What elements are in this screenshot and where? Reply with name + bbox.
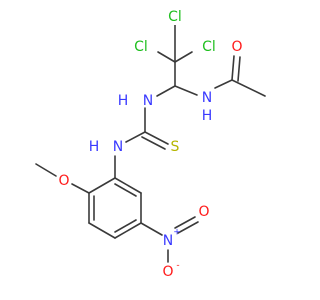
amide-hydrogen-label: H bbox=[202, 108, 213, 124]
ring-bond-4-5-inner bbox=[114, 219, 137, 233]
thiourea-lower-nitrogen-label: N bbox=[113, 139, 123, 155]
molecule-structure-diagram: Cl Cl Cl N H O H N S H N O N + O O - bbox=[35, 7, 266, 280]
ring-bond-6-1-inner bbox=[114, 183, 137, 197]
chlorine-top-label: Cl bbox=[168, 9, 182, 25]
bond-c-cl-right bbox=[174, 51, 193, 63]
bond-c-o-double-b bbox=[237, 56, 241, 82]
ring-bond-6-1 bbox=[114, 177, 142, 194]
bond-c-o-double-a bbox=[231, 55, 235, 81]
chlorine-right-label: Cl bbox=[202, 39, 216, 55]
bond-n-amide-c bbox=[214, 79, 233, 89]
bond-aryl-n-nitro bbox=[140, 222, 163, 236]
nitro-nitrogen-label: N bbox=[163, 233, 173, 249]
cl-right-bg bbox=[196, 37, 222, 55]
bond-c-methyl bbox=[231, 79, 266, 97]
bond-o-methyl bbox=[35, 163, 57, 177]
methoxy-oxygen-label: O bbox=[58, 173, 69, 189]
cl-left-bg bbox=[128, 37, 154, 55]
thiourea-upper-nitrogen-label: N bbox=[143, 93, 153, 109]
bond-ch-n-thiourea bbox=[156, 85, 176, 97]
atom-label-layer: Cl Cl Cl N H O H N S H N O N + O O - bbox=[58, 7, 243, 280]
ring-bond-3-4 bbox=[88, 222, 116, 239]
nitro-oxygen-top-label: O bbox=[198, 204, 209, 220]
bond-aryl-o-methoxy bbox=[71, 183, 90, 194]
nitro-oxygen-charge: - bbox=[176, 261, 179, 271]
thiourea-upper-hydrogen-label: H bbox=[118, 93, 129, 109]
bond-layer bbox=[35, 23, 266, 263]
ring-bond-1-2 bbox=[88, 177, 116, 194]
cl-top-bg bbox=[163, 7, 187, 25]
ring-bond-4-5 bbox=[114, 222, 142, 239]
carbonyl-oxygen-label: O bbox=[231, 39, 242, 55]
bond-c-s-double-b bbox=[141, 136, 166, 150]
thiourea-lower-hydrogen-label: H bbox=[89, 139, 100, 155]
bond-n-o-double-a bbox=[177, 221, 199, 234]
nitro-oxygen-bottom-label: O bbox=[162, 264, 173, 280]
thione-sulfur-label: S bbox=[171, 139, 180, 155]
bond-n-o-double-b bbox=[174, 216, 196, 229]
bond-c-cl-left bbox=[157, 51, 176, 63]
amide-nitrogen-label: N bbox=[202, 90, 212, 106]
bond-ch-n-amide bbox=[174, 85, 198, 96]
bond-c-s-double-a bbox=[144, 131, 169, 145]
bond-c-n-lower bbox=[125, 131, 146, 143]
chlorine-left-label: Cl bbox=[134, 39, 148, 55]
nitro-nitrogen-charge: + bbox=[173, 228, 181, 238]
